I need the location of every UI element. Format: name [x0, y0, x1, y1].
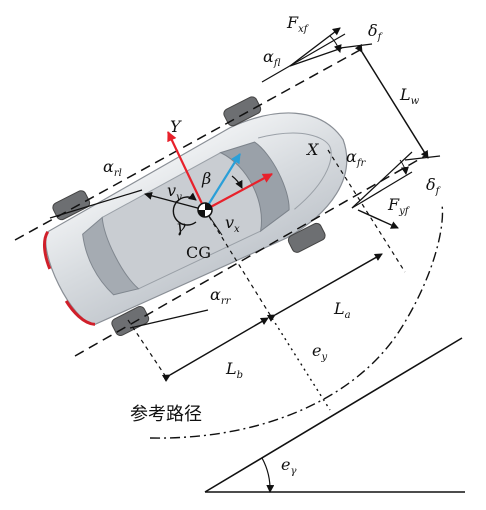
- La-dimension-line: [266, 253, 383, 322]
- front-axle-dashed-line: [327, 149, 406, 273]
- tire-front-right: [287, 222, 326, 253]
- e-gamma-arc: [261, 457, 275, 493]
- rear-right-velocity-line: [129, 309, 209, 329]
- rear-right-taillight: [64, 300, 96, 326]
- front-left-velocity-line: [289, 47, 343, 67]
- X-axis-arrow: [204, 173, 273, 211]
- Lw-top-tick: [339, 43, 373, 49]
- Y-axis-arrow: [167, 131, 206, 211]
- label-La: La: [333, 299, 351, 321]
- rear-left-velocity-line: [49, 189, 143, 219]
- label-gamma: γ: [176, 217, 186, 236]
- left-side-dashed-line: [14, 49, 361, 241]
- label-Lb: Lb: [225, 359, 243, 381]
- label-alpha-fl: αfl: [263, 47, 281, 69]
- delta-f-bottom-arc: [399, 159, 409, 175]
- Lw-bottom-tick: [404, 155, 441, 161]
- label-e-gamma: eγ: [281, 455, 296, 477]
- label-alpha-rr: αrr: [210, 285, 232, 307]
- reference-path-curve: [149, 204, 444, 439]
- label-vy: vy: [167, 181, 182, 203]
- car-windshield: [219, 141, 290, 233]
- label-Y: Y: [170, 117, 182, 136]
- label-X: X: [305, 140, 319, 159]
- label-CG: CG: [186, 243, 211, 262]
- Fxf-arrow: [289, 27, 341, 67]
- front-left-wheel-heading-line: [261, 33, 346, 83]
- car-hood: [257, 132, 332, 210]
- beta-arc: [231, 175, 243, 189]
- label-Fyf: Fyf: [387, 195, 411, 217]
- front-right-velocity-line: [351, 171, 413, 209]
- car-rear-window: [82, 216, 140, 296]
- cg-marker: [197, 202, 213, 218]
- front-right-wheel-heading-line: [351, 151, 413, 209]
- rear-axle-dashed-line: [127, 319, 169, 381]
- label-alpha-fr: αfr: [346, 147, 367, 169]
- label-alpha-rl: αrl: [103, 157, 122, 179]
- label-Fxf: Fxf: [286, 13, 310, 35]
- rear-left-taillight: [42, 230, 52, 270]
- vehicle: [42, 96, 348, 336]
- ey-dotted-line: [271, 317, 331, 411]
- delta-f-top-arc: [329, 35, 342, 53]
- cg-axis-dashed-line: [204, 209, 273, 319]
- label-beta: β: [201, 169, 211, 188]
- vy-arrow: [144, 191, 206, 211]
- yaw-rate-arc: [172, 192, 197, 226]
- label-delta-f-top: δf: [368, 21, 384, 43]
- path-tangent-line: [204, 337, 463, 493]
- label-reference-path: 参考路径: [130, 404, 202, 425]
- Lb-dimension-line: [161, 317, 269, 382]
- label-Lw: Lw: [399, 85, 420, 107]
- label-delta-f-bottom: δf: [426, 175, 442, 197]
- right-side-dashed-line: [74, 155, 426, 357]
- tire-rear-left: [52, 190, 91, 221]
- Lw-dimension-line: [354, 43, 429, 159]
- label-ey: ey: [312, 341, 327, 363]
- tire-front-left: [223, 96, 262, 127]
- label-vx: vx: [225, 213, 240, 235]
- Fyf-arrow: [357, 209, 399, 229]
- velocity-arrow: [204, 153, 241, 211]
